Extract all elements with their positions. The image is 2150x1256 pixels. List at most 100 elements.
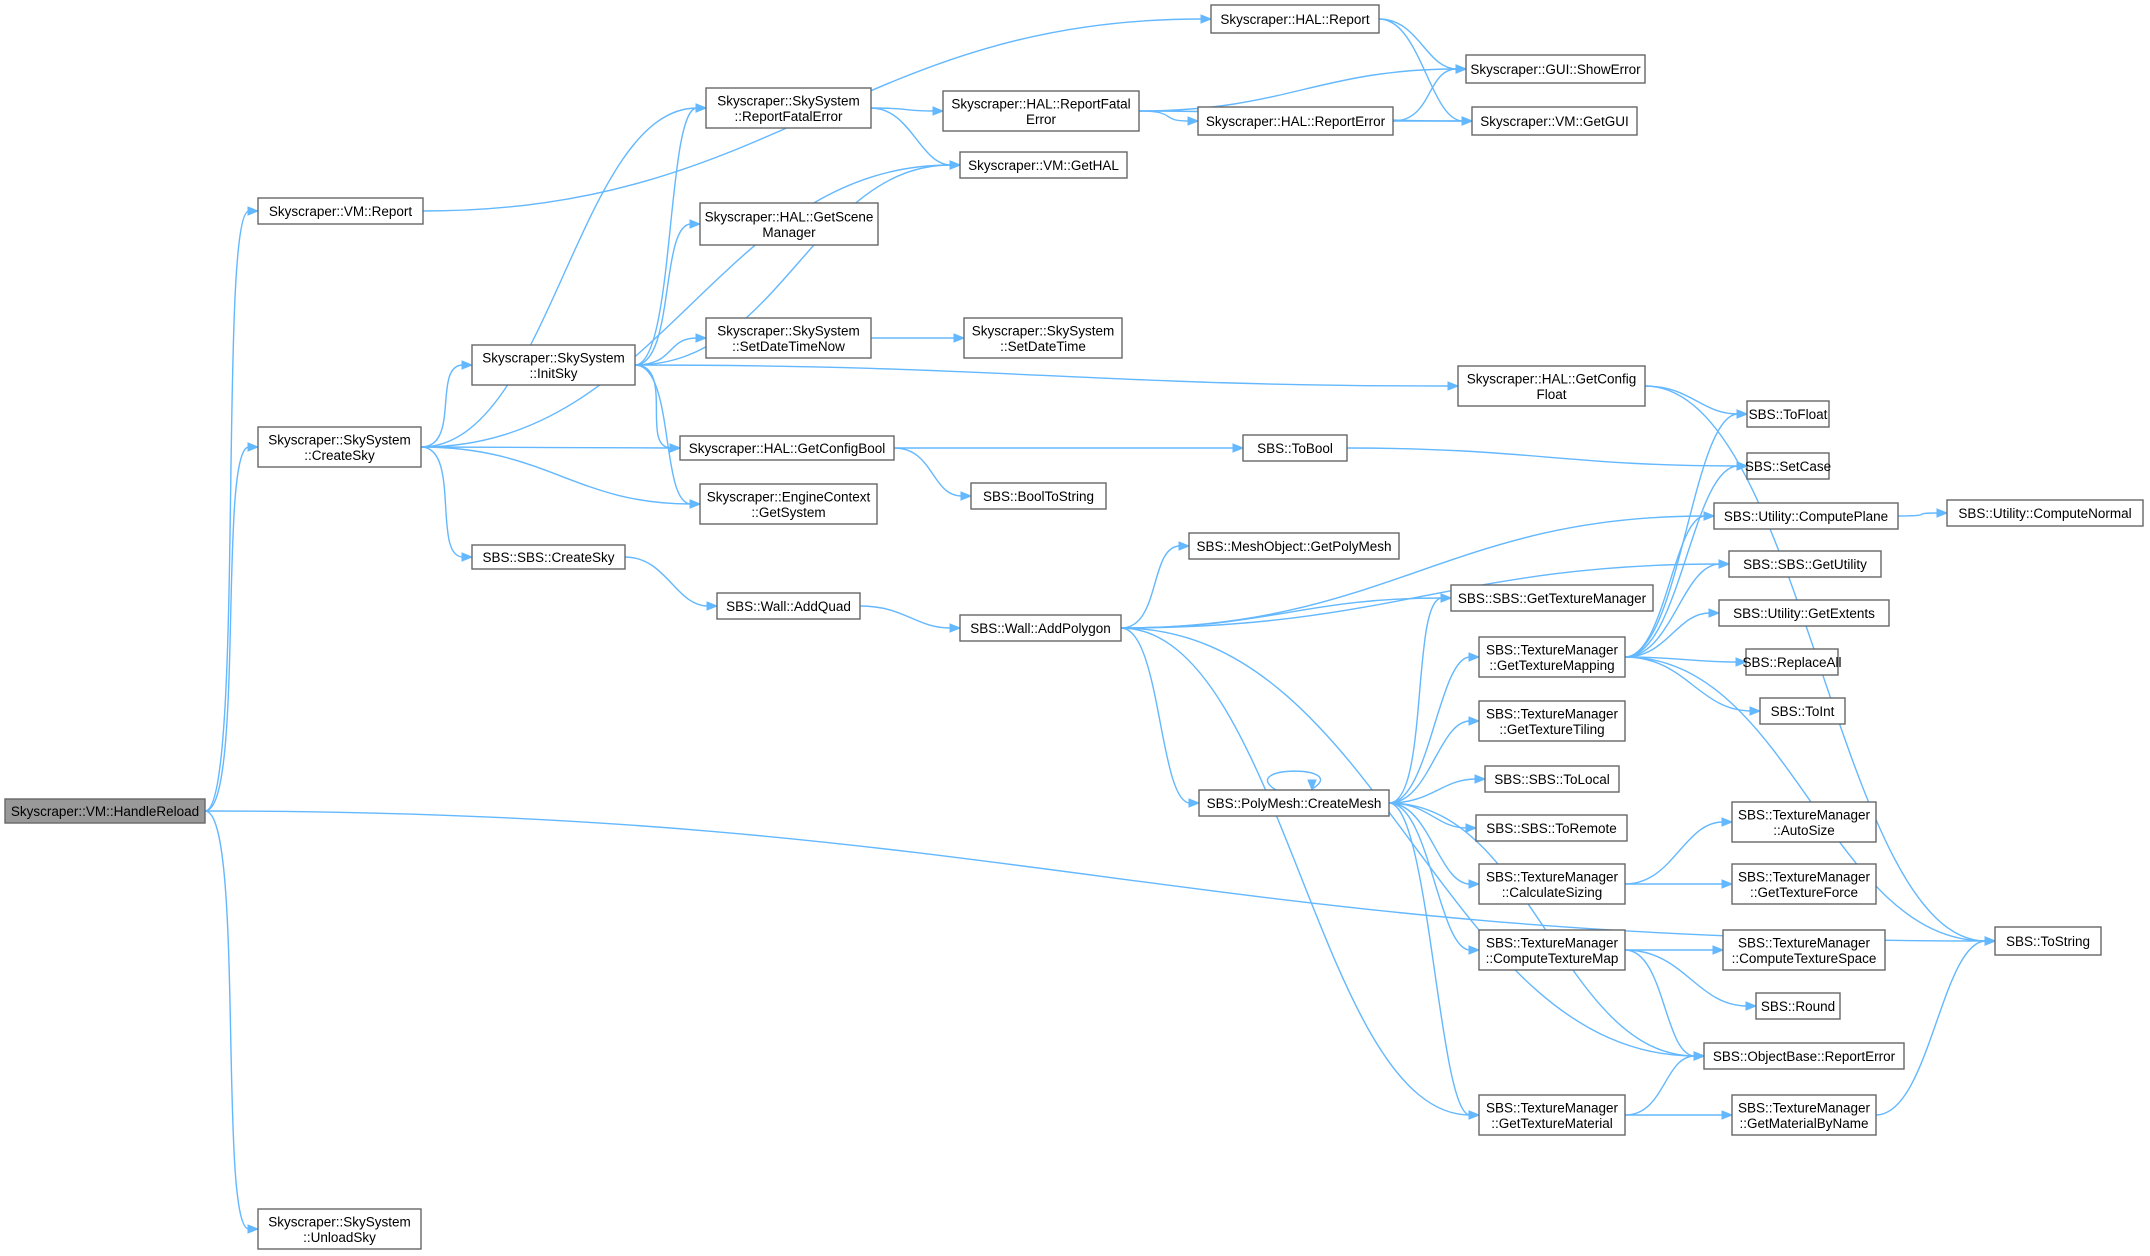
node-unload-sky[interactable]: Skyscraper::SkySystem::UnloadSky xyxy=(257,1208,422,1250)
edge-sky-report-fatal-to-hal-report-fatal xyxy=(870,106,945,116)
node-label: SBS::Wall::AddPolygon xyxy=(970,621,1111,636)
node-sbs-replace-all[interactable]: SBS::ReplaceAll xyxy=(1742,648,1842,676)
node-label: ::GetSystem xyxy=(751,505,825,520)
edge-tm-get-texture-mapping-to-sbs-get-utility xyxy=(1624,559,1731,658)
node-label: Skyscraper::HAL::GetScene xyxy=(705,209,874,224)
node-tm-get-material-by-name[interactable]: SBS::TextureManager::GetMaterialByName xyxy=(1731,1094,1877,1136)
edge-get-config-bool-to-bool-to-string xyxy=(893,447,973,501)
node-handle-reload[interactable]: Skyscraper::VM::HandleReload xyxy=(4,798,206,824)
node-set-datetime-now[interactable]: Skyscraper::SkySystem::SetDateTimeNow xyxy=(705,317,872,359)
node-tm-calculate-sizing[interactable]: SBS::TextureManager::CalculateSizing xyxy=(1478,863,1626,905)
node-box xyxy=(257,197,424,225)
node-utility-compute-plane[interactable]: SBS::Utility::ComputePlane xyxy=(1713,502,1899,530)
node-label: Skyscraper::SkySystem xyxy=(972,323,1115,338)
node-box xyxy=(257,1208,422,1250)
node-sbs-set-case[interactable]: SBS::SetCase xyxy=(1745,452,1831,480)
node-box xyxy=(1465,54,1646,84)
node-init-sky[interactable]: Skyscraper::SkySystem::InitSky xyxy=(471,344,636,386)
node-wall-add-polygon[interactable]: SBS::Wall::AddPolygon xyxy=(959,614,1122,642)
node-vm-get-gui[interactable]: Skyscraper::VM::GetGUI xyxy=(1471,106,1638,136)
node-label: ::ReportFatalError xyxy=(734,109,843,124)
node-sbs-round[interactable]: SBS::Round xyxy=(1755,992,1841,1020)
node-box xyxy=(471,344,636,386)
node-set-datetime[interactable]: Skyscraper::SkySystem::SetDateTime xyxy=(963,317,1123,359)
node-label: Skyscraper::SkySystem xyxy=(482,350,625,365)
node-box xyxy=(959,151,1128,179)
node-hal-report[interactable]: Skyscraper::HAL::Report xyxy=(1210,4,1380,34)
node-sbs-to-int[interactable]: SBS::ToInt xyxy=(1759,697,1846,725)
edge-polymesh-create-mesh-to-sbs-to-remote xyxy=(1388,802,1478,833)
node-tm-get-texture-force[interactable]: SBS::TextureManager::GetTextureForce xyxy=(1731,863,1877,905)
edge-tm-calculate-sizing-to-tm-get-texture-force xyxy=(1625,879,1734,889)
node-tm-auto-size[interactable]: SBS::TextureManager::AutoSize xyxy=(1731,801,1877,843)
node-get-config-bool[interactable]: Skyscraper::HAL::GetConfigBool xyxy=(679,435,895,461)
node-sbs-to-remote[interactable]: SBS::SBS::ToRemote xyxy=(1475,814,1628,842)
edge-tm-get-texture-material-to-tm-get-material-by-name xyxy=(1625,1110,1734,1120)
node-sbs-to-local[interactable]: SBS::SBS::ToLocal xyxy=(1484,765,1620,793)
node-box xyxy=(942,90,1140,132)
node-sbs-to-float[interactable]: SBS::ToFloat xyxy=(1746,400,1830,428)
edge-polymesh-create-mesh-to-tm-get-texture-material xyxy=(1388,802,1481,1120)
node-sbs-create-sky[interactable]: SBS::SBS::CreateSky xyxy=(471,544,626,570)
node-vm-get-hal[interactable]: Skyscraper::VM::GetHAL xyxy=(959,151,1128,179)
node-label: Skyscraper::SkySystem xyxy=(717,323,860,338)
node-objectbase-report-error[interactable]: SBS::ObjectBase::ReportError xyxy=(1703,1042,1905,1070)
node-label: SBS::ToFloat xyxy=(1749,407,1828,422)
edge-sbs-create-sky-to-wall-add-quad xyxy=(624,556,719,611)
node-engine-get-system[interactable]: Skyscraper::EngineContext::GetSystem xyxy=(699,483,878,525)
node-tm-get-texture-mapping[interactable]: SBS::TextureManager::GetTextureMapping xyxy=(1478,636,1626,678)
node-label: ::CreateSky xyxy=(304,448,375,463)
edge-hal-report-fatal-to-hal-report-error xyxy=(1138,110,1200,126)
node-box xyxy=(1484,765,1620,793)
node-label: Error xyxy=(1026,112,1057,127)
edge-init-sky-to-vm-get-hal xyxy=(634,160,962,366)
edge-hal-report-error-to-gui-show-error xyxy=(1392,64,1468,122)
node-box xyxy=(4,798,206,824)
node-vm-report[interactable]: Skyscraper::VM::Report xyxy=(257,197,424,225)
node-mesh-get-polymesh[interactable]: SBS::MeshObject::GetPolyMesh xyxy=(1188,532,1400,560)
call-nodes: Skyscraper::VM::HandleReloadSkyscraper::… xyxy=(4,4,2144,1250)
node-tm-compute-texture-space[interactable]: SBS::TextureManager::ComputeTextureSpace xyxy=(1722,929,1886,971)
node-label: Skyscraper::SkySystem xyxy=(268,1214,411,1229)
node-tm-compute-texture-map[interactable]: SBS::TextureManager::ComputeTextureMap xyxy=(1478,929,1626,971)
node-bool-to-string[interactable]: SBS::BoolToString xyxy=(970,482,1107,510)
node-sky-report-fatal[interactable]: Skyscraper::SkySystem::ReportFatalError xyxy=(705,87,872,129)
node-label: ::AutoSize xyxy=(1773,823,1835,838)
node-utility-get-extents[interactable]: SBS::Utility::GetExtents xyxy=(1718,599,1890,627)
node-label: Skyscraper::HAL::Report xyxy=(1220,12,1370,27)
node-label: Skyscraper::GUI::ShowError xyxy=(1470,62,1641,77)
node-label: ::GetTextureMaterial xyxy=(1491,1116,1613,1131)
edge-tm-get-material-by-name-to-sbs-to-string xyxy=(1875,936,1997,1116)
node-create-sky[interactable]: Skyscraper::SkySystem::CreateSky xyxy=(257,426,422,468)
edge-polymesh-create-mesh-to-tm-get-texture-mapping xyxy=(1388,652,1481,804)
node-wall-add-quad[interactable]: SBS::Wall::AddQuad xyxy=(716,592,861,620)
node-tm-get-texture-material[interactable]: SBS::TextureManager::GetTextureMaterial xyxy=(1478,1094,1626,1136)
node-utility-compute-normal[interactable]: SBS::Utility::ComputeNormal xyxy=(1946,499,2144,527)
node-sbs-to-string[interactable]: SBS::ToString xyxy=(1994,926,2102,956)
edge-tm-compute-texture-map-to-sbs-round xyxy=(1624,949,1758,1011)
edge-polymesh-create-mesh-to-get-texture-manager xyxy=(1388,593,1453,804)
node-tm-get-texture-tiling[interactable]: SBS::TextureManager::GetTextureTiling xyxy=(1478,700,1626,742)
node-polymesh-create-mesh[interactable]: SBS::PolyMesh::CreateMesh xyxy=(1198,789,1390,817)
edge-get-config-bool-to-sbs-to-bool xyxy=(894,443,1245,453)
node-hal-report-fatal[interactable]: Skyscraper::HAL::ReportFatalError xyxy=(942,90,1140,132)
edge-polymesh-create-mesh-to-tm-get-texture-tiling xyxy=(1388,716,1481,804)
edge-create-sky-to-sky-report-fatal xyxy=(420,103,708,448)
edge-tm-get-texture-mapping-to-sbs-set-case xyxy=(1624,461,1749,658)
node-get-texture-manager[interactable]: SBS::SBS::GetTextureManager xyxy=(1450,584,1654,612)
node-label: Manager xyxy=(762,225,816,240)
node-label: SBS::Wall::AddQuad xyxy=(726,599,851,614)
node-gui-show-error[interactable]: Skyscraper::GUI::ShowError xyxy=(1465,54,1646,84)
node-label: SBS::ToString xyxy=(2006,934,2090,949)
edge-create-sky-to-init-sky xyxy=(420,360,474,448)
node-sbs-to-bool[interactable]: SBS::ToBool xyxy=(1242,434,1348,462)
node-sbs-get-utility[interactable]: SBS::SBS::GetUtility xyxy=(1728,550,1882,578)
node-box xyxy=(1471,106,1638,136)
node-label: SBS::PolyMesh::CreateMesh xyxy=(1207,796,1382,811)
edge-tm-get-texture-mapping-to-utility-compute-plane xyxy=(1624,511,1716,658)
node-hal-report-error[interactable]: Skyscraper::HAL::ReportError xyxy=(1197,106,1394,136)
node-label: SBS::TextureManager xyxy=(1486,1100,1619,1115)
